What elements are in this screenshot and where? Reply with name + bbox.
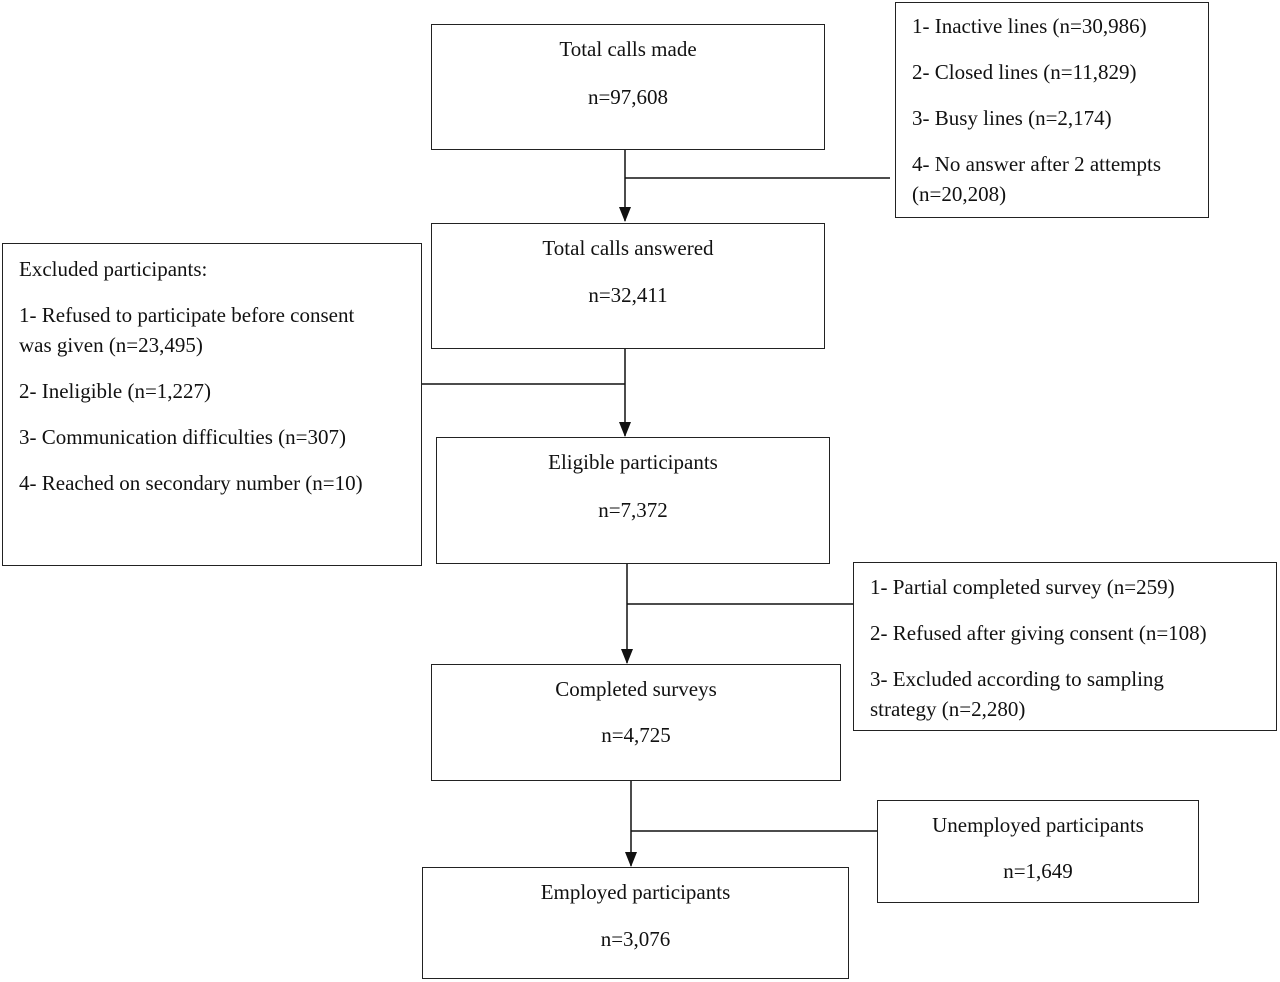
box-title: Completed surveys: [555, 677, 717, 701]
box-title: Total calls answered: [542, 236, 714, 260]
excluded-item: 4- Reached on secondary number (n=10): [19, 471, 363, 495]
incomplete-item: 2- Refused after giving consent (n=108): [870, 621, 1207, 645]
box-count: n=4,725: [601, 723, 671, 747]
box-unemployed-participants: Unemployed participants n=1,649: [877, 800, 1199, 903]
box-completed-surveys: Completed surveys n=4,725: [431, 664, 841, 781]
box-count: n=97,608: [587, 85, 669, 109]
excluded-heading: Excluded participants:: [19, 257, 208, 281]
box-total-calls-made: Total calls made n=97,608: [431, 24, 825, 150]
box-eligible-participants: Eligible participants n=7,372: [436, 437, 830, 564]
arrowhead: [621, 649, 633, 664]
box-title: Eligible participants: [548, 450, 718, 474]
box-unanswered-reasons: 1- Inactive lines (n=30,986) 2- Closed l…: [895, 2, 1209, 218]
excluded-item: was given (n=23,495): [19, 333, 203, 357]
box-count: n=1,649: [1003, 859, 1073, 883]
excluded-item: 3- Communication difficulties (n=307): [19, 425, 346, 449]
arrowhead: [619, 422, 631, 437]
reason-item: 1- Inactive lines (n=30,986): [912, 14, 1147, 38]
reason-item: 2- Closed lines (n=11,829): [912, 60, 1137, 84]
box-incomplete-reasons: 1- Partial completed survey (n=259) 2- R…: [853, 562, 1277, 731]
excluded-item: 1- Refused to participate before consent: [19, 303, 355, 327]
box-title: Unemployed participants: [932, 813, 1144, 837]
excluded-item: 2- Ineligible (n=1,227): [19, 379, 212, 403]
arrowhead: [625, 852, 637, 867]
arrowhead: [619, 207, 631, 222]
incomplete-item: 3- Excluded according to sampling: [870, 667, 1164, 691]
box-count: n=7,372: [598, 498, 668, 522]
incomplete-item: 1- Partial completed survey (n=259): [870, 575, 1175, 599]
box-title: Employed participants: [540, 880, 731, 904]
box-title: Total calls made: [559, 37, 697, 61]
box-count: n=32,411: [588, 283, 668, 307]
incomplete-item: strategy (n=2,280): [870, 697, 1026, 721]
reason-item: (n=20,208): [912, 182, 1007, 206]
box-total-calls-answered: Total calls answered n=32,411: [431, 223, 825, 349]
box-count: n=3,076: [600, 927, 671, 951]
reason-item: 4- No answer after 2 attempts: [912, 152, 1161, 176]
box-employed-participants: Employed participants n=3,076: [422, 867, 849, 979]
reason-item: 3- Busy lines (n=2,174): [912, 106, 1112, 130]
box-excluded-participants: Excluded participants: 1- Refused to par…: [2, 243, 422, 566]
